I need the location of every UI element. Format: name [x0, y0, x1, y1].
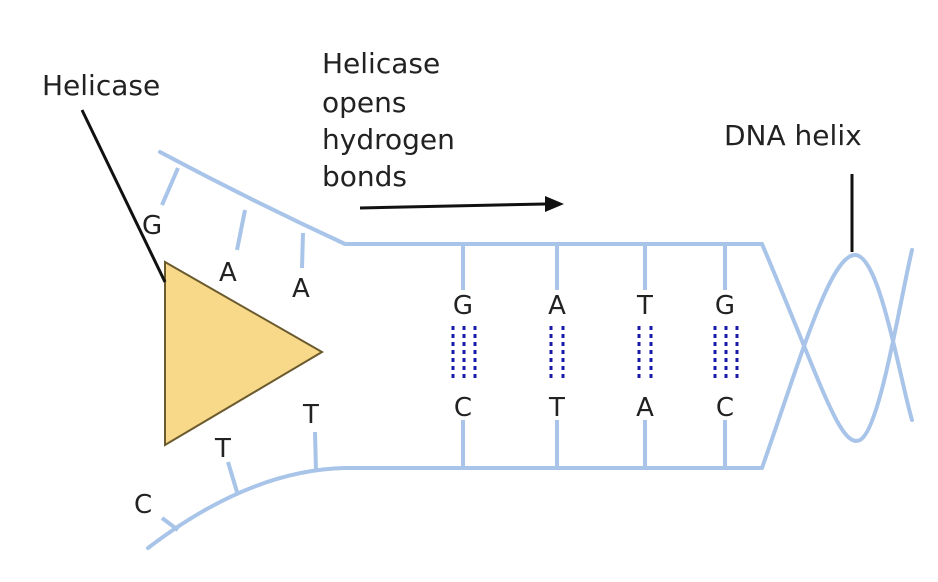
helicase-label: Helicase	[42, 69, 160, 102]
paired-top-base: G	[715, 291, 735, 321]
paired-bottom-base: C	[716, 393, 734, 423]
unzipped-bottom-base: T	[214, 434, 231, 464]
process-label-line-3: hydrogen	[322, 123, 455, 156]
unzipped-top-stick-2	[235, 209, 247, 251]
base-pair-3	[637, 244, 653, 468]
unzipped-bottom-base: C	[134, 490, 152, 520]
unzipped-top-base: G	[142, 211, 162, 241]
direction-arrow	[359, 202, 546, 210]
paired-top-base: G	[453, 291, 473, 321]
process-label-line-2: opens	[322, 86, 406, 119]
unzipped-bottom-stick-3	[313, 431, 318, 473]
unzipped-bottom-stick-1	[160, 516, 180, 532]
unzipped-top-stick-1	[160, 167, 180, 206]
arrow-head-icon	[545, 196, 564, 212]
paired-bottom-base: C	[454, 393, 472, 423]
helix-strand-2	[760, 252, 914, 470]
unzipped-top-base: A	[219, 258, 237, 288]
bottom-strand	[146, 466, 764, 550]
dna-helix-label: DNA helix	[724, 119, 862, 152]
base-pair-2	[549, 244, 565, 468]
helicase-enzyme	[164, 260, 324, 447]
unzipped-top-stick-3	[300, 232, 305, 269]
base-pair-4	[713, 244, 739, 468]
paired-bottom-base: T	[548, 393, 565, 423]
unzipped-bottom-stick-2	[226, 461, 239, 493]
paired-bottom-base: A	[636, 393, 654, 423]
process-label-line-4: bonds	[322, 160, 407, 193]
base-pair-1	[451, 244, 477, 468]
process-label-line-1: Helicase	[322, 47, 440, 80]
paired-top-base: T	[636, 291, 653, 321]
top-strand	[158, 150, 764, 246]
paired-top-base: A	[548, 291, 566, 321]
unzipped-bottom-base: T	[302, 400, 319, 430]
helicase-pointer	[80, 109, 167, 283]
unzipped-top-base: A	[292, 274, 310, 304]
